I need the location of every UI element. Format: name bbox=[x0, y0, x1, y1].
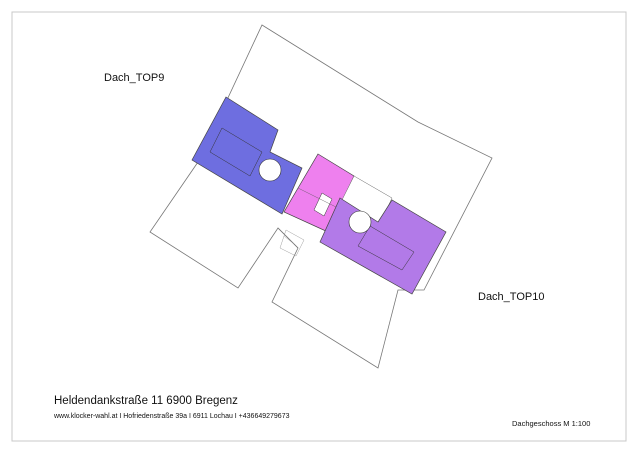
drawing-scale: Dachgeschoss M 1:100 bbox=[512, 419, 591, 428]
architect-contact: www.klocker-wahl.at I Hofriedenstraße 39… bbox=[54, 413, 290, 420]
label-top10: Dach_TOP10 bbox=[478, 291, 545, 303]
unit-top9-room bbox=[209, 127, 263, 177]
stair-core-opening bbox=[313, 192, 333, 217]
roof-edge bbox=[283, 235, 295, 245]
project-address: Heldendankstraße 11 6900 Bregenz bbox=[54, 395, 238, 407]
sheet-frame bbox=[11, 11, 627, 442]
stair-opening-top10 bbox=[348, 210, 372, 234]
roof-edge bbox=[277, 227, 299, 249]
unit-top9-area bbox=[191, 96, 303, 215]
roof-parapet bbox=[279, 229, 305, 257]
label-top9: Dach_TOP9 bbox=[104, 72, 165, 84]
unit-top10-room bbox=[357, 225, 415, 271]
stair-core-divider bbox=[297, 187, 343, 211]
stair-opening-top9 bbox=[258, 158, 282, 182]
